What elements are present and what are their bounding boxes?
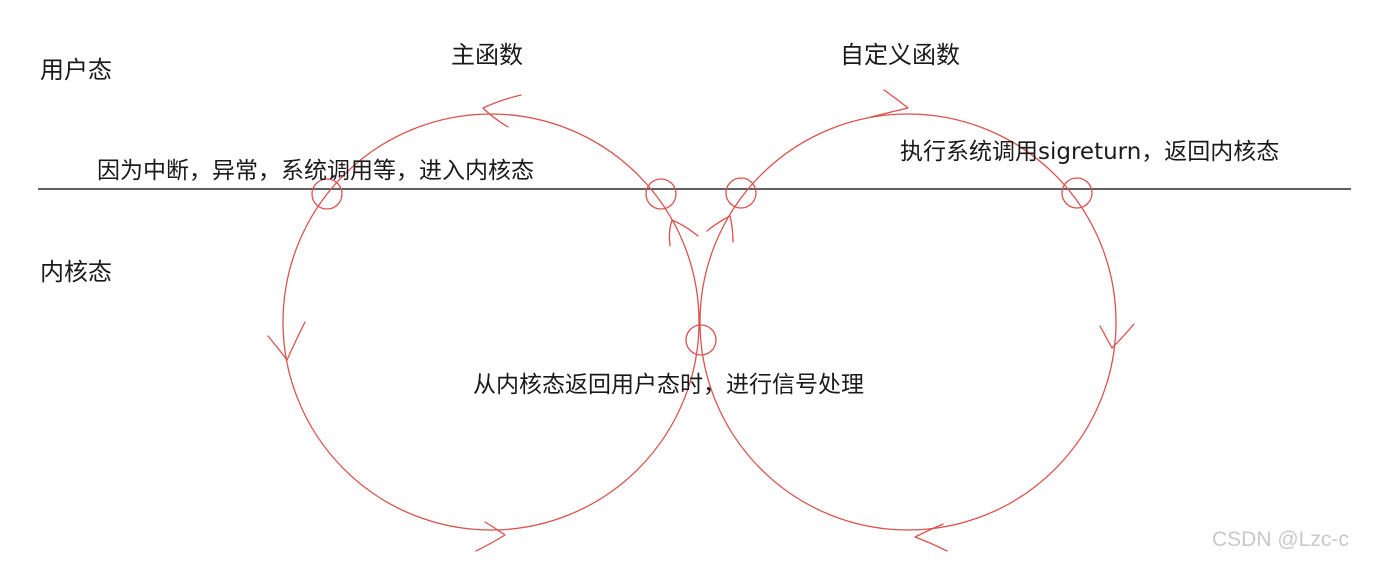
- marker-main-left-crossing: [645, 178, 677, 210]
- enter-kernel-note: 因为中断，异常，系统调用等，进入内核态: [97, 158, 534, 184]
- arrowhead-custom-right: [1099, 323, 1135, 349]
- watermark: CSDN @Lzc-c: [1212, 528, 1349, 551]
- marker-custom-left-crossing: [725, 177, 757, 209]
- arrowhead-to-custom: [668, 219, 699, 247]
- arrowhead-custom-top: [870, 89, 909, 118]
- main-function-loop: [282, 113, 700, 531]
- sigreturn-note: 执行系统调用sigreturn，返回内核态: [900, 139, 1280, 165]
- custom-function-loop: [699, 113, 1117, 531]
- arrowhead-main-bottom: [475, 521, 506, 552]
- arrowhead-custom-bottom: [914, 523, 948, 552]
- signal-handling-note: 从内核态返回用户态时，进行信号处理: [473, 372, 864, 398]
- arrowhead-main-left: [267, 321, 306, 361]
- kernel-mode-label: 内核态: [40, 258, 112, 286]
- arrowhead-from-custom: [706, 215, 734, 243]
- main-function-label: 主函数: [451, 41, 523, 69]
- user-mode-label: 用户态: [40, 56, 112, 84]
- arrowhead-main-top: [482, 94, 522, 128]
- marker-signal-handling: [685, 324, 717, 356]
- marker-enter-kernel: [311, 178, 343, 210]
- marker-sigreturn: [1061, 177, 1093, 209]
- custom-function-label: 自定义函数: [840, 41, 960, 69]
